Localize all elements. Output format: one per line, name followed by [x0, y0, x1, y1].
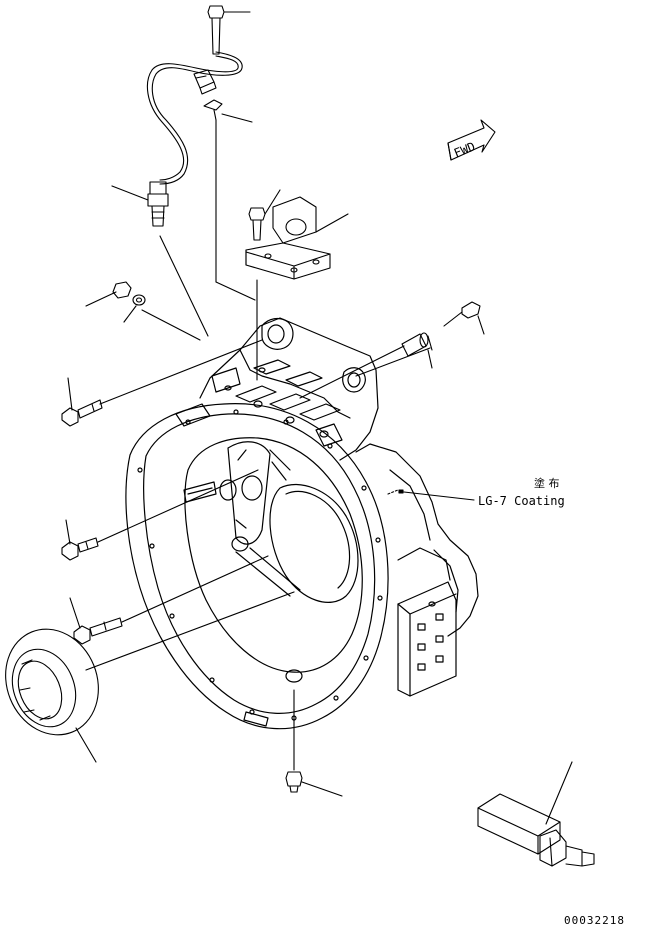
coating-en-label: LG-7 Coating [478, 494, 565, 508]
long-bolt-3 [69, 597, 123, 645]
small-bolt-washer [85, 281, 146, 323]
drawing-number: 00032218 [564, 914, 625, 927]
guide-tool [477, 761, 595, 867]
speed-sensor-harness [111, 51, 253, 227]
long-bolt-1 [61, 377, 103, 427]
coating-callout: 塗 布 LG-7 Coating [387, 476, 565, 508]
top-bolt [207, 5, 251, 55]
fwd-label: FWD [452, 139, 477, 160]
dowel-pin [401, 332, 433, 369]
oil-seal [5, 628, 99, 763]
fwd-arrow-icon: FWD [447, 119, 496, 161]
coating-jp-label: 塗 布 [534, 476, 560, 490]
long-bolt-2 [61, 519, 99, 561]
assembly-leaders [85, 119, 431, 771]
drain-plug [285, 771, 343, 797]
bracket-assembly [245, 189, 349, 280]
side-bolt [443, 301, 485, 335]
flywheel-housing [125, 317, 479, 730]
